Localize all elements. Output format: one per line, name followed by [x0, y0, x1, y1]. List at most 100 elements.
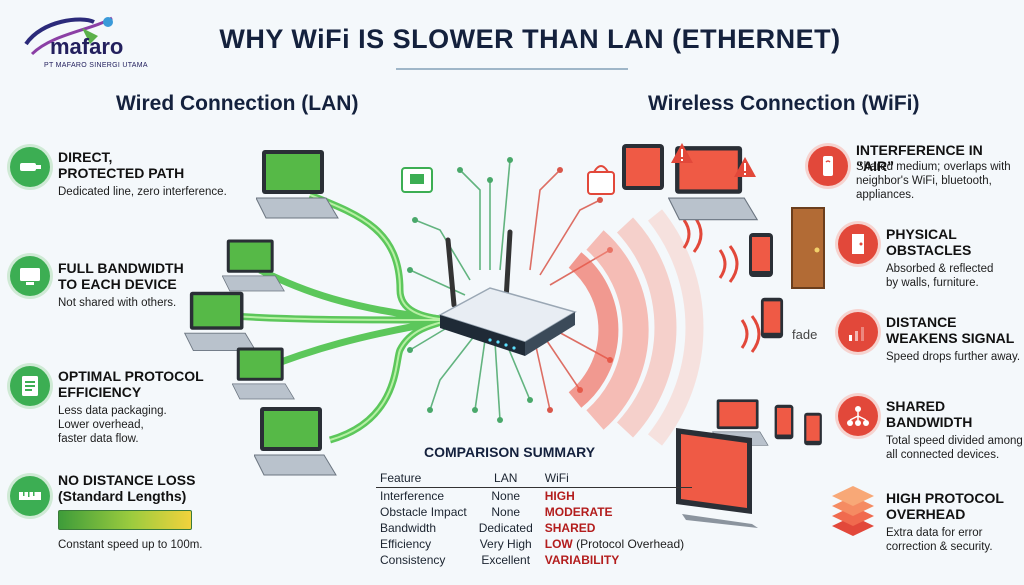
feature-cell: Efficiency — [380, 537, 432, 551]
fade-label: fade — [792, 327, 818, 342]
phone-icon — [760, 297, 784, 339]
ruler-icon — [10, 476, 50, 516]
monitor-icon — [676, 428, 758, 528]
lan-cell: Dedicated — [478, 521, 533, 535]
laptop-icon — [184, 291, 257, 351]
brand-logo: mafaro PT MAFARO SINERGI UTAMA — [22, 14, 152, 80]
feature-heading: DIRECT, — [58, 149, 113, 165]
phone-icon — [749, 233, 773, 277]
wifi-section-title: Wireless Connection (WiFi) — [648, 92, 920, 115]
wifi-cell: MODERATE — [541, 504, 692, 520]
feature-description: Dedicated line, zero interference. — [58, 186, 227, 198]
table-header-row: Feature LAN WiFi — [376, 470, 693, 488]
phone-bluetooth-icon — [808, 146, 848, 186]
tablet-icon — [622, 144, 664, 190]
feature-heading: SHARED — [886, 398, 946, 414]
wifi-value: MODERATE — [544, 505, 613, 519]
wifi-value: SHARED — [544, 521, 596, 535]
feature-description: neighbor's WiFi, bluetooth, — [856, 175, 992, 187]
feature-heading: INTERFERENCE IN “AIR” — [856, 142, 983, 174]
warning-icon — [671, 143, 693, 163]
laptop-icon — [232, 347, 295, 400]
feature-heading: BANDWIDTH — [886, 414, 973, 430]
feature-heading: NO DISTANCE LOSS — [58, 472, 196, 488]
weak-signal-icon — [838, 312, 878, 352]
feature-description: all connected devices. — [886, 449, 1000, 461]
door-icon — [791, 207, 825, 289]
stacked-layers-icon — [832, 486, 874, 536]
wifi-note: (Protocol Overhead) — [576, 537, 685, 551]
comparison-title: COMPARISON SUMMARY — [424, 444, 596, 460]
feature-description: Shared medium; overlaps with — [856, 161, 1011, 173]
lan-feature-direct-path: DIRECT,PROTECTED PATH Dedicated line, ze… — [10, 145, 240, 205]
cable-plug-icon — [10, 147, 50, 187]
comparison-summary: COMPARISON SUMMARY Feature LAN WiFi Inte… — [372, 440, 712, 580]
feature-heading: (Standard Lengths) — [58, 488, 187, 504]
feature-heading: TO EACH DEVICE — [58, 276, 177, 292]
laptop-icon — [668, 146, 759, 221]
title-divider — [396, 68, 628, 70]
feature-description: Constant speed up to 100m. — [58, 539, 203, 551]
tablet-icon — [804, 412, 822, 446]
feature-heading: PHYSICAL — [886, 226, 957, 242]
feature-description: Not shared with others. — [58, 297, 177, 309]
table-row: Obstacle Impact None MODERATE — [376, 504, 692, 520]
table-row: Consistency Excellent VARIABILITY — [376, 552, 692, 568]
wifi-cell: VARIABILITY — [541, 552, 692, 568]
column-header: Feature — [376, 470, 475, 488]
feature-heading: OBSTACLES — [886, 242, 972, 258]
feature-cell: Bandwidth — [380, 521, 437, 535]
feature-heading: OPTIMAL PROTOCOL — [58, 368, 204, 384]
tablet-icon — [774, 404, 794, 440]
laptop-icon — [256, 150, 339, 219]
feature-description: by walls, furniture. — [886, 277, 979, 289]
laptop-icon — [254, 407, 337, 476]
feature-cell: Obstacle Impact — [380, 505, 467, 519]
comparison-table: Feature LAN WiFi Interference None HIGH … — [376, 470, 693, 568]
wifi-feature-interference: INTERFERENCE IN “AIR” Shared medium; ove… — [808, 140, 1024, 210]
network-illustration — [219, 157, 761, 446]
feature-description: Extra data for error — [886, 527, 983, 539]
wifi-cell: SHARED — [541, 520, 692, 536]
warning-icon — [734, 157, 756, 177]
lan-section-title: Wired Connection (LAN) — [116, 92, 359, 115]
lan-feature-no-distance-loss: NO DISTANCE LOSS(Standard Lengths) Const… — [10, 470, 240, 560]
monitor-icon — [10, 256, 50, 296]
laptop-icon — [222, 239, 285, 292]
wifi-cell: HIGH — [541, 488, 692, 505]
brand-subtitle: PT MAFARO SINERGI UTAMA — [44, 62, 148, 69]
feature-description: Speed drops further away. — [886, 351, 1021, 363]
table-row: Efficiency Very High LOW (Protocol Overh… — [376, 536, 692, 552]
wifi-value: LOW — [544, 537, 573, 551]
lan-cell: Very High — [479, 537, 532, 551]
brand-name: mafaro — [50, 34, 124, 59]
wifi-cell: LOW (Protocol Overhead) — [541, 536, 692, 552]
feature-description: Less data packaging. — [58, 405, 167, 417]
lan-cell: None — [491, 489, 521, 503]
lan-cell: Excellent — [481, 553, 531, 567]
lan-cell: None — [491, 505, 521, 519]
table-row: Interference None HIGH — [376, 488, 692, 505]
page-title: WHY WiFi IS SLOWER THAN LAN (ETHERNET) — [219, 24, 841, 54]
column-header: LAN — [474, 470, 541, 488]
wifi-value: HIGH — [544, 489, 575, 503]
feature-description: faster data flow. — [58, 433, 139, 445]
feature-heading: EFFICIENCY — [58, 384, 142, 400]
feature-description: Lower overhead, — [58, 419, 144, 431]
door-icon — [838, 224, 878, 264]
feature-heading: HIGH PROTOCOL — [886, 490, 1004, 506]
document-list-icon — [10, 366, 50, 406]
feature-description: Total speed divided among — [886, 435, 1023, 447]
column-header: WiFi — [540, 470, 693, 488]
table-row: Bandwidth Dedicated SHARED — [376, 520, 692, 536]
feature-heading: WEAKENS SIGNAL — [886, 330, 1015, 346]
feature-description: appliances. — [856, 189, 915, 201]
feature-heading: FULL BANDWIDTH — [58, 260, 184, 276]
feature-heading: DISTANCE — [886, 314, 957, 330]
feature-description: correction & security. — [886, 541, 993, 553]
